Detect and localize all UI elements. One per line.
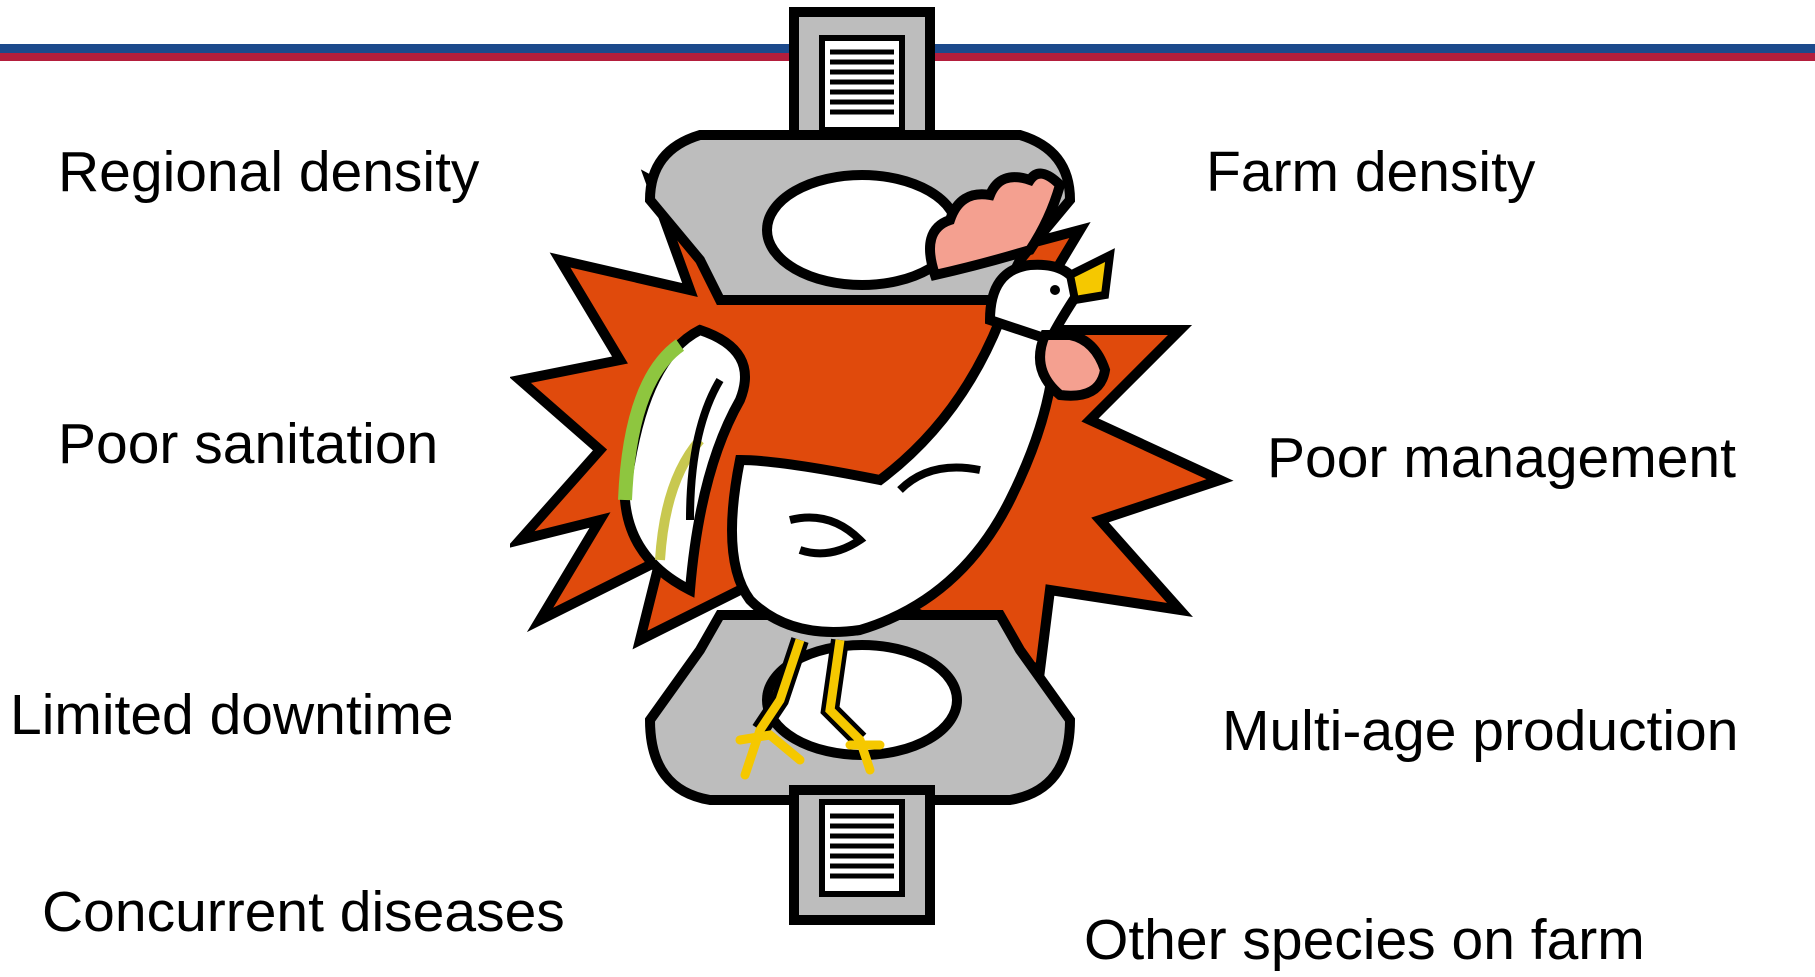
factor-multi-age-production: Multi-age production xyxy=(1222,703,1738,760)
factor-regional-density: Regional density xyxy=(58,144,479,201)
factor-limited-downtime: Limited downtime xyxy=(10,687,454,744)
factor-poor-management: Poor management xyxy=(1267,430,1736,487)
rooster-beak xyxy=(1070,255,1110,300)
factor-poor-sanitation: Poor sanitation xyxy=(58,416,438,473)
factor-concurrent-diseases: Concurrent diseases xyxy=(42,884,565,941)
rooster-illustration xyxy=(510,0,1270,930)
rooster-wattle xyxy=(1040,335,1105,396)
